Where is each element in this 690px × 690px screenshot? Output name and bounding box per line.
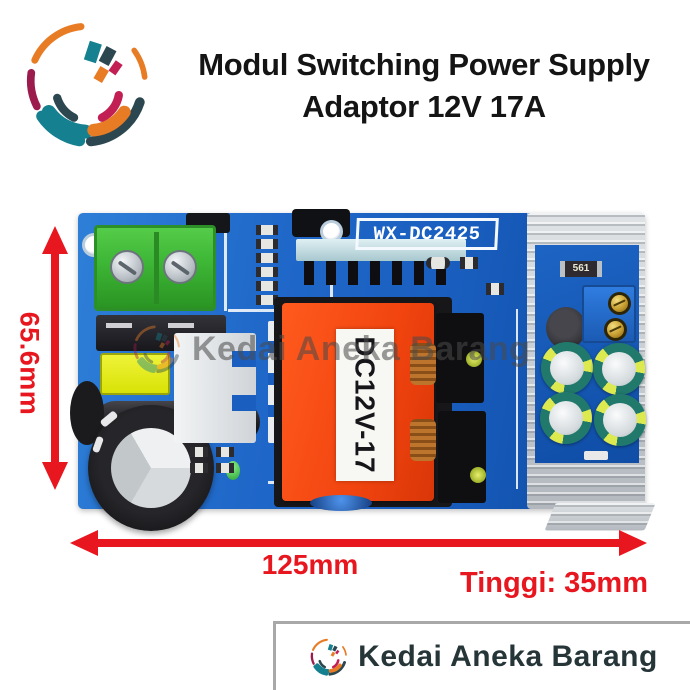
- width-arrow-line: [94, 539, 622, 547]
- footer-globe-icon: [308, 636, 350, 678]
- inductor-coil: [410, 343, 436, 385]
- height-arrow-head-down: [42, 462, 68, 490]
- brand-globe-icon: [18, 14, 158, 154]
- footer-brand-name: Kedai Aneka Barang: [358, 640, 658, 673]
- dc-terminal-block: [582, 285, 636, 343]
- title-line-1: Modul Switching Power Supply: [198, 47, 650, 82]
- auxiliary-transformer: [100, 353, 170, 395]
- smd-component: [426, 257, 450, 269]
- width-arrow-head-right: [619, 530, 647, 556]
- height-arrow-line: [51, 250, 59, 466]
- transformer-label: DC12V-17: [350, 336, 381, 474]
- smd-component: [486, 283, 504, 295]
- transformer-label-strip: DC12V-17: [336, 329, 394, 481]
- transistor-screw: [466, 351, 482, 367]
- daughterboard-pins: [302, 261, 460, 285]
- heatsink-slot: [232, 395, 256, 411]
- power-supply-board-photo: WX-DC2425 DC12V-17 561: [70, 209, 656, 531]
- terminal-screw-negative: [604, 318, 627, 341]
- output-capacitor: [540, 392, 592, 444]
- output-capacitor: [541, 342, 593, 394]
- control-daughterboard: [296, 239, 466, 261]
- heatsink-foot: [544, 503, 656, 531]
- primary-heatsink: [174, 333, 256, 443]
- smd-cluster: [190, 445, 252, 481]
- power-transistor: [438, 411, 486, 503]
- model-label: WX-DC2425: [355, 218, 499, 250]
- width-arrow-head-left: [70, 530, 98, 556]
- terminal-screw: [163, 250, 197, 284]
- silkscreen-line: [516, 309, 518, 489]
- smd-resistor-column: [256, 225, 278, 309]
- height-arrow-head-up: [42, 226, 68, 254]
- transistor-screw: [470, 467, 486, 483]
- heatsink-slot: [232, 351, 256, 367]
- height-dimension-label: 65.6mm: [6, 298, 52, 428]
- terminal-divider: [154, 232, 159, 304]
- footer-brand-box: Kedai Aneka Barang: [273, 621, 690, 690]
- capacitor-marking: [168, 323, 194, 328]
- silkscreen-line: [224, 221, 227, 311]
- inductor-coil: [410, 419, 436, 461]
- smd-component: [460, 257, 478, 269]
- ac-terminal-block: [94, 225, 216, 311]
- width-dimension-label: 125mm: [261, 549, 359, 580]
- toroid-inductor: [310, 495, 372, 511]
- output-capacitor: [593, 343, 645, 395]
- terminal-screw: [110, 250, 144, 284]
- capacitor-marking: [106, 323, 132, 328]
- resistor-561: 561: [560, 261, 602, 277]
- output-capacitor: [594, 394, 646, 446]
- tiny-label: [584, 451, 608, 460]
- title-line-2: Adaptor 12V 17A: [302, 89, 546, 124]
- height-dimension-value: 65.6mm: [14, 311, 45, 415]
- power-transistor: [436, 313, 484, 403]
- transformer-orange-tape: DC12V-17: [282, 303, 434, 501]
- terminal-screw-positive: [608, 292, 631, 315]
- depth-dimension-label: Tinggi: 35mm: [460, 567, 648, 599]
- page-title: Modul Switching Power Supply Adaptor 12V…: [158, 44, 690, 128]
